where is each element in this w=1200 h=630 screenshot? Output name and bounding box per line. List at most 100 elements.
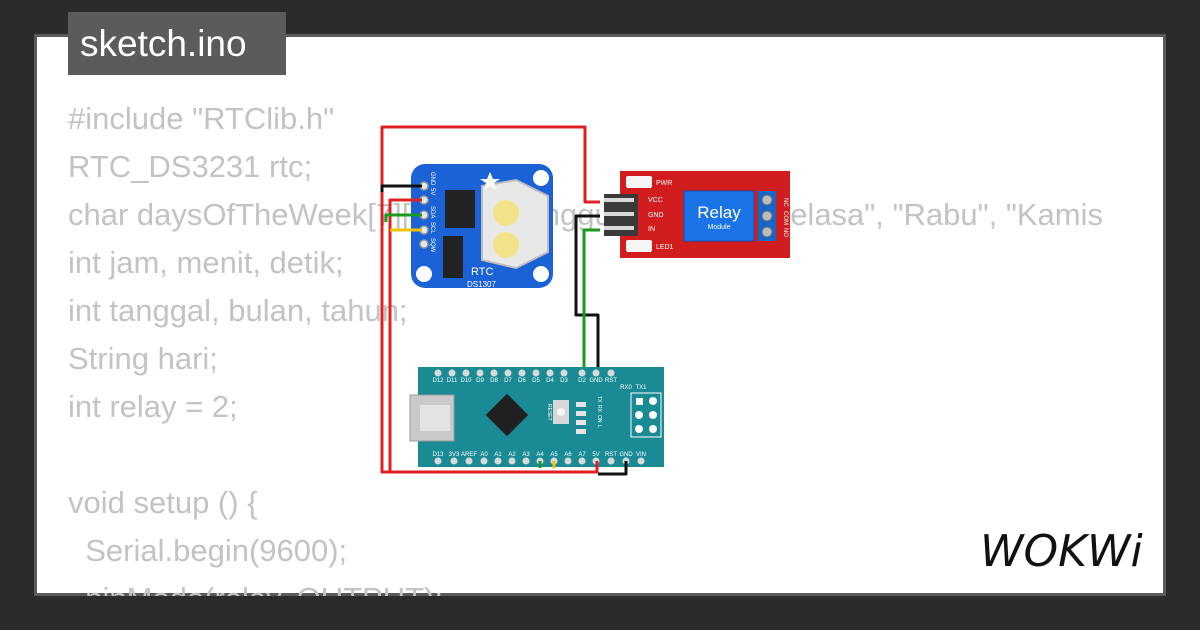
- nano-header-pin[interactable]: [607, 369, 615, 377]
- relay-terminal-screw[interactable]: [761, 194, 773, 206]
- nano-header-pin[interactable]: [490, 369, 498, 377]
- arduino-nano[interactable]: RESET TX RX ON L D12 D11 D10 D9 D8: [409, 367, 664, 467]
- nano-header-pin[interactable]: [560, 369, 568, 377]
- reset-button-cap[interactable]: [557, 408, 565, 416]
- wires: [380, 125, 628, 476]
- nano-led: [576, 429, 586, 434]
- relay-terminal-screw[interactable]: [761, 226, 773, 238]
- relay-pin[interactable]: [604, 198, 634, 202]
- relay-pin-label: IN: [648, 226, 655, 233]
- relay-output-label: NC: [782, 198, 788, 207]
- rtc-battery-contact: [493, 232, 519, 258]
- nano-pin-label: A1: [494, 452, 502, 458]
- nano-pin-label: 5V: [592, 452, 599, 458]
- relay-pwr-label: PWR: [656, 180, 672, 187]
- wire-gnd-rtc[interactable]: [380, 184, 422, 192]
- nano-led: [576, 411, 586, 416]
- relay-output-label: NO: [782, 228, 788, 237]
- nano-pin-label: A0: [480, 452, 488, 458]
- nano-header-pin[interactable]: [462, 369, 470, 377]
- nano-header-pin[interactable]: [518, 369, 526, 377]
- rtc-mount-hole: [533, 170, 549, 186]
- relay-pin-label: VCC: [648, 197, 663, 204]
- rtc-title: RTC: [471, 266, 493, 278]
- rtc-pin[interactable]: [419, 239, 429, 249]
- nano-header-pin[interactable]: [494, 457, 502, 465]
- nano-header-pin[interactable]: [592, 369, 600, 377]
- code-line: #include "RTClib.h": [68, 101, 335, 136]
- nano-pin-label: D8: [490, 378, 498, 384]
- relay-pin-label: GND: [648, 212, 664, 219]
- rtc-battery-holder: [481, 178, 549, 270]
- nano-header-pin[interactable]: [607, 457, 615, 465]
- editor-card: [34, 34, 1166, 596]
- nano-pin-label: GND: [619, 452, 633, 458]
- relay-pin[interactable]: [604, 226, 634, 230]
- nano-pin-label: D10: [460, 378, 472, 384]
- nano-header-pin[interactable]: [532, 369, 540, 377]
- nano-header-pin[interactable]: [504, 369, 512, 377]
- icsp-pin[interactable]: [635, 411, 643, 419]
- nano-pin-label: A4: [536, 452, 544, 458]
- nano-header-pin[interactable]: [578, 369, 586, 377]
- relay-terminal-screw[interactable]: [761, 210, 773, 222]
- wire-gnd-relay[interactable]: [574, 214, 600, 367]
- nano-header-pin[interactable]: [465, 457, 473, 465]
- wire-sda[interactable]: [384, 213, 422, 222]
- nano-pin-label: A2: [508, 452, 516, 458]
- nano-header-pin[interactable]: [450, 457, 458, 465]
- relay-pin[interactable]: [604, 212, 634, 216]
- reset-label: RESET: [546, 404, 552, 421]
- code-line: int jam, menit, detik;: [68, 245, 344, 280]
- rtc-pin-label: SDA: [429, 206, 435, 218]
- relay-module[interactable]: PWR LED1 VCC GND IN Relay Module NC COM …: [604, 171, 790, 258]
- icsp-pin[interactable]: [636, 398, 643, 405]
- wire-5v-relay-vcc[interactable]: [380, 125, 600, 474]
- relay-pwr-led: [626, 176, 652, 188]
- nano-header-pin[interactable]: [637, 457, 645, 465]
- file-tab-label: sketch.ino: [80, 23, 247, 64]
- nano-header-pin[interactable]: [564, 457, 572, 465]
- nano-header-pin[interactable]: [434, 369, 442, 377]
- nano-pin-label: D9: [476, 378, 484, 384]
- rtc-model: DS1307: [467, 280, 496, 289]
- wire-gnd-nano[interactable]: [598, 461, 628, 476]
- nano-header-pin[interactable]: [508, 457, 516, 465]
- relay-indicator-dot: [686, 237, 690, 241]
- file-tab[interactable]: sketch.ino: [68, 12, 286, 75]
- nano-header-pin[interactable]: [434, 457, 442, 465]
- code-line: void setup () {: [68, 485, 258, 520]
- nano-led-label: L: [596, 425, 602, 428]
- icsp-pin[interactable]: [649, 425, 657, 433]
- nano-pin-label: D4: [546, 378, 554, 384]
- nano-header-pin[interactable]: [578, 457, 586, 465]
- nano-header-pin[interactable]: [480, 457, 488, 465]
- nano-pin-label: A3: [522, 452, 530, 458]
- icsp-pin[interactable]: [649, 397, 657, 405]
- nano-led: [576, 420, 586, 425]
- nano-pin-label: VIN: [636, 452, 646, 458]
- nano-led-label: RX: [596, 405, 602, 413]
- rtc-module[interactable]: RTC DS1307 GND 5V SDA SCL SQW: [411, 164, 553, 289]
- nano-header-pin[interactable]: [476, 369, 484, 377]
- nano-header-pin[interactable]: [546, 369, 554, 377]
- wire-5v-rtc[interactable]: [388, 198, 422, 472]
- relay-output-label: COM: [782, 211, 788, 225]
- icsp-pin[interactable]: [635, 425, 643, 433]
- wokwi-logo: WOKWi: [980, 526, 1143, 576]
- nano-header-pin[interactable]: [448, 369, 456, 377]
- wire-signal-relay-in[interactable]: [582, 228, 600, 367]
- code-line: int relay = 2;: [68, 389, 238, 424]
- nano-pin-label: A6: [564, 452, 572, 458]
- nano-led-label: TX: [596, 396, 602, 403]
- icsp-pin[interactable]: [649, 411, 657, 419]
- nano-header-pin[interactable]: [522, 457, 530, 465]
- code-line: int tanggal, bulan, tahun;: [68, 293, 408, 328]
- nano-pin-label: RST: [605, 378, 617, 384]
- relay-subtitle: Module: [708, 224, 731, 231]
- code-line: pinMode(relay, OUTPUT);: [68, 581, 443, 596]
- rtc-battery-contact: [493, 200, 519, 226]
- nano-led: [576, 402, 586, 407]
- nano-pin-label: D13: [432, 452, 444, 458]
